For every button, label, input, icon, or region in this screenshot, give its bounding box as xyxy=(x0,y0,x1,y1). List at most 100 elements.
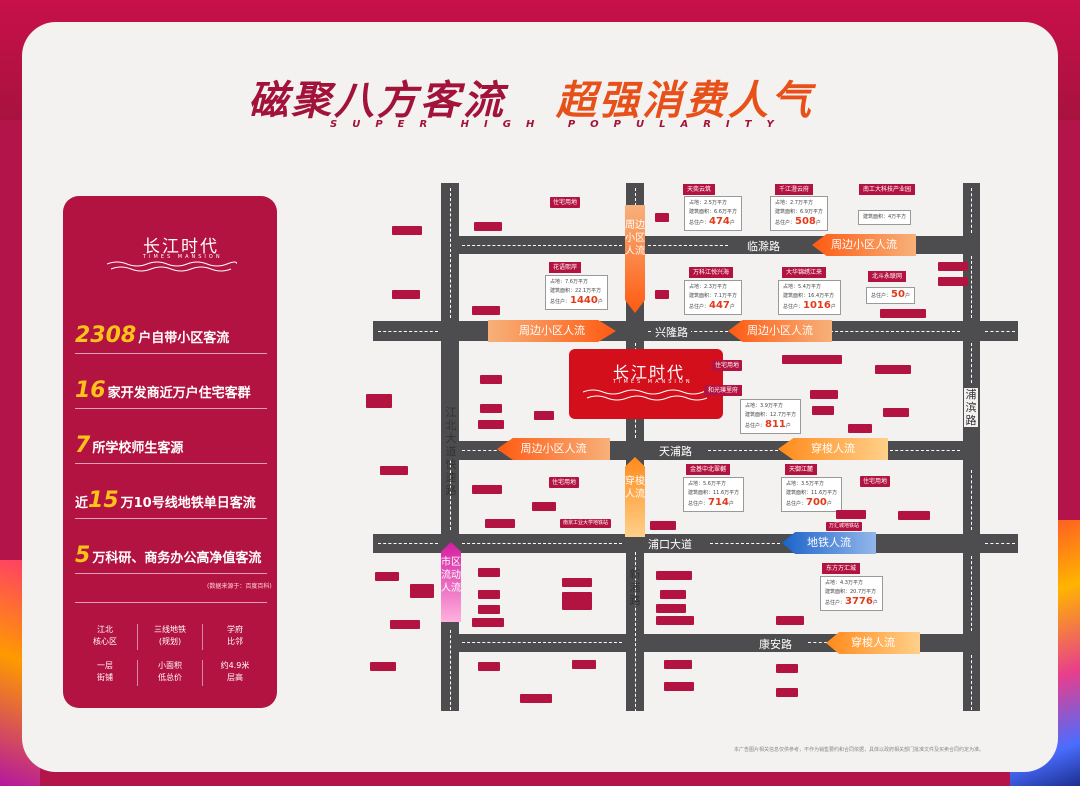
flow-arrow-xinpu-down: 周边小区人流 xyxy=(625,205,645,313)
poi-marker xyxy=(938,277,968,286)
project-label: 千江澄云府 xyxy=(775,184,814,195)
center-project[interactable]: 长江时代 TIMES MANSION xyxy=(569,349,723,419)
land-label: 住宅用地 xyxy=(549,477,580,488)
poi-marker xyxy=(938,262,968,271)
divider xyxy=(75,408,267,409)
lane xyxy=(890,450,960,451)
lane xyxy=(462,642,622,643)
project-info: 占地：3.5万平方建筑面积：11.6万平方总住户：700户 xyxy=(781,477,843,512)
project-info: 占地：2.5万平方建筑面积：6.6万平方总住户：474户 xyxy=(684,196,742,231)
lane xyxy=(450,630,451,710)
road-label-pukou: 浦口大道 xyxy=(645,536,695,552)
project-label: 北斗永联网 xyxy=(868,271,907,282)
road-label-xinpu: 新浦路 xyxy=(629,568,641,607)
flow-arrow-tianpu: 周边小区人流 xyxy=(497,438,610,460)
poi-marker xyxy=(480,404,502,413)
metro-station-label: 南京工业大学地铁站 xyxy=(560,519,612,528)
lane xyxy=(808,642,838,643)
flow-arrow-city: 市区流动人流 xyxy=(441,542,461,622)
metro-station-label: 万汇城地铁站 xyxy=(826,522,863,531)
poi-marker xyxy=(472,618,504,627)
poi-marker xyxy=(572,660,596,669)
poi-marker xyxy=(656,616,694,625)
lane xyxy=(708,450,778,451)
poi-marker xyxy=(375,572,399,581)
project-info: 总住户：50户 xyxy=(866,287,915,304)
lane xyxy=(462,543,622,544)
feature-4: 一层街铺 xyxy=(97,661,113,682)
poi-marker xyxy=(660,590,686,599)
divider xyxy=(75,573,267,574)
poi-marker xyxy=(380,466,408,475)
divider xyxy=(75,353,267,354)
poi-marker xyxy=(474,222,502,231)
feature-3: 学府比邻 xyxy=(227,625,243,646)
project-label: 万科江悦兴海 xyxy=(689,267,734,278)
project-info: 占地：5.6万平方建筑面积：11.6万平方总住户：714户 xyxy=(683,477,745,512)
poi-marker xyxy=(478,590,500,599)
project-label: 南工大科技产业园 xyxy=(859,184,916,195)
lane xyxy=(830,331,960,332)
lane xyxy=(971,556,972,631)
poi-marker xyxy=(875,365,911,374)
poi-marker xyxy=(390,620,420,629)
flow-arrow-xinglong-right: 周边小区人流 xyxy=(728,320,832,342)
poi-marker xyxy=(810,390,838,399)
divider xyxy=(75,518,267,519)
flow-arrow-linchu: 周边小区人流 xyxy=(812,234,916,256)
poi-marker xyxy=(478,605,500,614)
center-logo: 长江时代 xyxy=(613,363,686,382)
lane xyxy=(971,343,972,383)
poi-marker xyxy=(880,309,926,318)
lane xyxy=(710,543,780,544)
poi-marker xyxy=(848,424,872,433)
project-label: 大华锦绣江来 xyxy=(782,267,827,278)
road-label-jiangbei: 江北大道快速路 xyxy=(445,406,457,497)
project-info: 占地：2.3万平方建筑面积：7.1万平方总住户：447户 xyxy=(684,280,742,315)
project-info: 占地：4.3万平方建筑面积：20.7万平方总住户：3776户 xyxy=(820,576,883,611)
lane xyxy=(462,450,502,451)
lane xyxy=(378,331,438,332)
poi-marker xyxy=(472,485,502,494)
poi-marker xyxy=(883,408,909,417)
title-right: 超强消费人气 xyxy=(556,77,814,124)
poi-marker xyxy=(812,406,834,415)
road-label-xinglong: 兴隆路 xyxy=(652,324,691,340)
lane xyxy=(648,245,728,246)
title-left: 磁聚八方客流 xyxy=(248,77,506,124)
poi-marker xyxy=(392,290,420,299)
project-info: 占地：7.6万平方建筑面积：22.1万平方总住户：1440户 xyxy=(545,275,608,310)
lane xyxy=(971,256,972,318)
divider xyxy=(202,624,203,650)
lane xyxy=(462,245,622,246)
lane xyxy=(450,460,451,530)
poi-marker xyxy=(366,394,392,408)
land-label: 住宅用地 xyxy=(860,476,891,487)
waves-icon xyxy=(583,389,709,401)
poi-marker xyxy=(392,226,422,235)
land-label: 住宅用地 xyxy=(712,360,743,371)
lane xyxy=(971,188,972,233)
divider xyxy=(75,602,267,603)
project-info: 占地：2.7万平方建筑面积：6.9万平方总住户：508户 xyxy=(770,196,828,231)
lane xyxy=(635,188,636,206)
feature-1: 江北核心区 xyxy=(93,625,117,646)
feature-5: 小面积低总价 xyxy=(158,661,182,682)
flow-arrow-xinpu-up: 穿梭人流 xyxy=(625,457,645,537)
road-label-linchu: 临滁路 xyxy=(744,238,783,254)
panel-logo: 长江时代 xyxy=(143,237,219,257)
waves-icon xyxy=(107,261,237,272)
lane xyxy=(450,188,451,318)
lane xyxy=(985,331,1015,332)
poi-marker xyxy=(836,510,866,519)
land-label: 住宅用地 xyxy=(550,197,581,208)
poi-marker xyxy=(655,290,669,299)
poi-marker xyxy=(478,662,500,671)
road-label-kangan: 康安路 xyxy=(756,636,795,652)
lane xyxy=(985,543,1015,544)
